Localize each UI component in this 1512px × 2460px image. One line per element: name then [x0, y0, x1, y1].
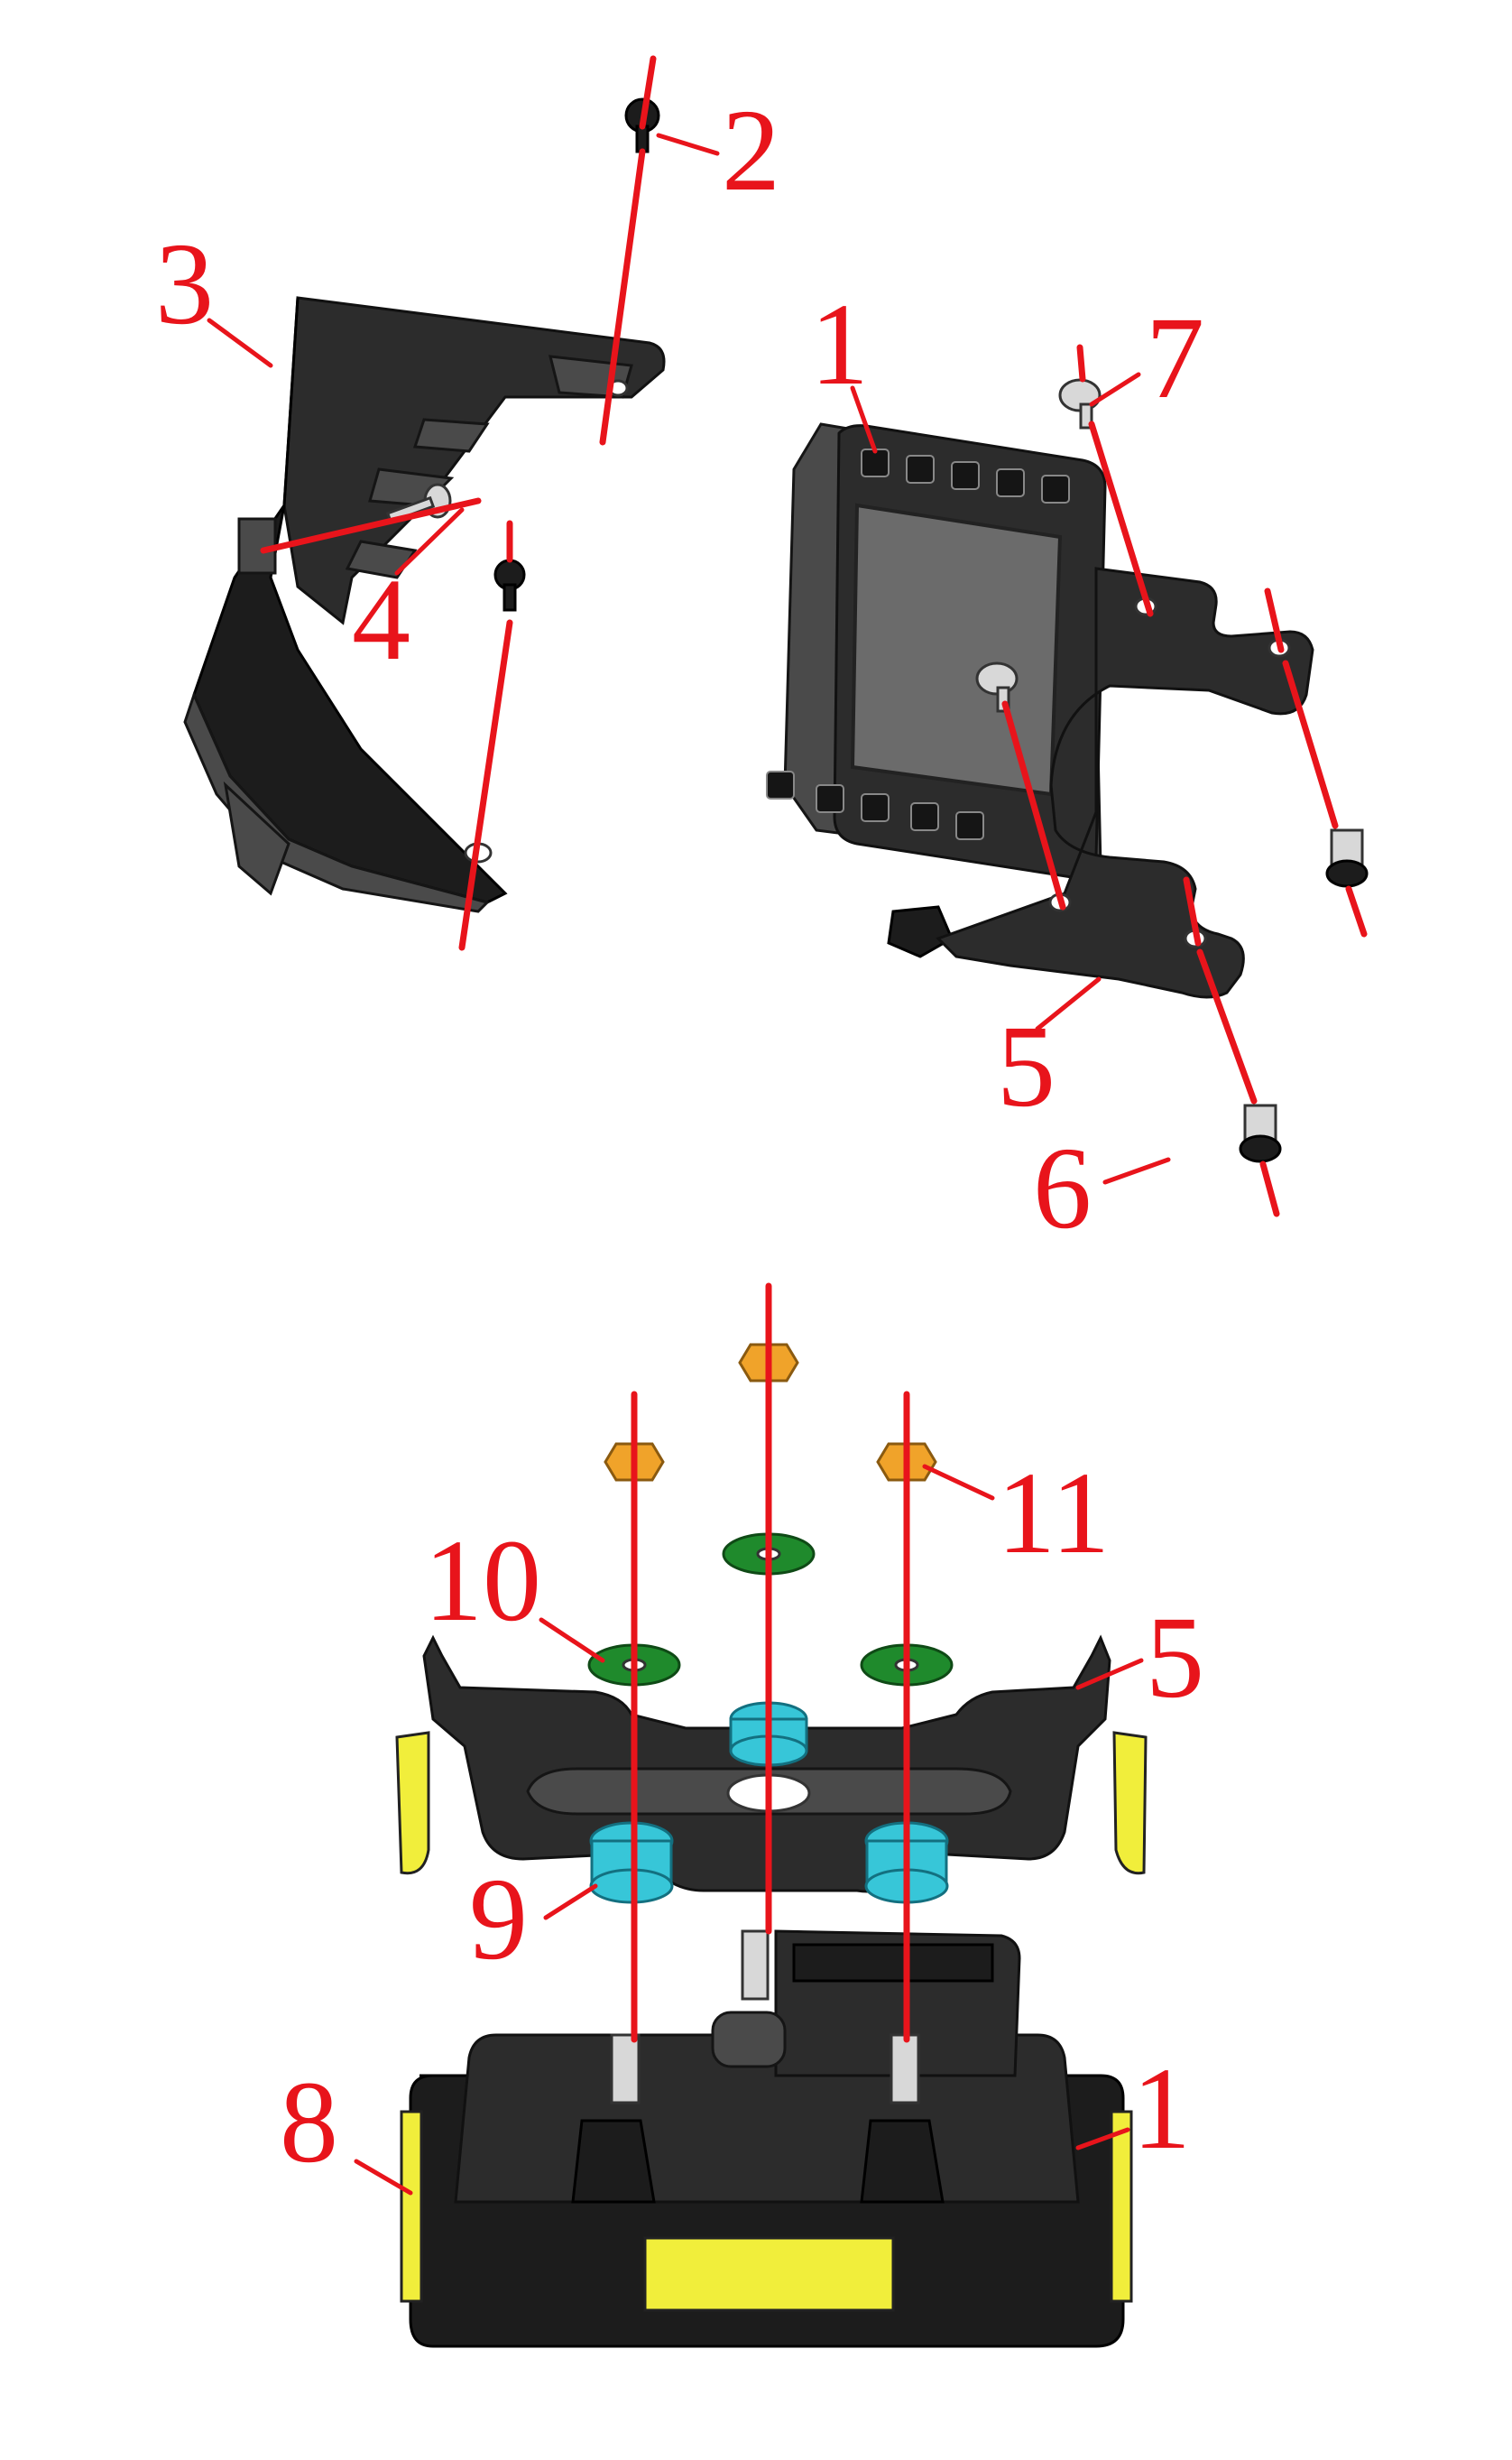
callout-10: 10 — [424, 1516, 541, 1646]
callout-5-bottom: 5 — [1146, 1593, 1204, 1723]
callout-7: 7 — [1146, 293, 1204, 423]
bolt-icon — [1239, 1104, 1282, 1163]
bottom-assembly: 11 10 5 9 8 1 — [280, 1282, 1204, 2348]
callout-8: 8 — [280, 2058, 338, 2187]
callout-5: 5 — [997, 1002, 1056, 1132]
screw-icon — [975, 661, 1019, 713]
top-assembly: 2 3 1 4 7 5 6 — [155, 55, 1369, 1253]
callout-1-bottom: 1 — [1132, 2044, 1191, 2174]
callout-2: 2 — [722, 86, 780, 216]
callout-3: 3 — [155, 219, 214, 349]
assembly-axis-lines — [631, 1282, 910, 2043]
callout-6: 6 — [1033, 1124, 1092, 1253]
bolt-icon — [1325, 828, 1369, 888]
assembly-axis-lines — [260, 55, 1368, 1217]
callout-leaders-bottom — [354, 1464, 1144, 2196]
callout-9: 9 — [469, 1854, 528, 1984]
callout-11: 11 — [997, 1448, 1110, 1578]
display-housing-icon — [400, 1929, 1133, 2348]
callout-1: 1 — [810, 280, 869, 410]
instrument-cover-icon — [183, 296, 666, 913]
callout-4: 4 — [352, 555, 410, 685]
callout-leaders-top — [207, 133, 1171, 1185]
push-rivet-icon — [493, 559, 526, 612]
